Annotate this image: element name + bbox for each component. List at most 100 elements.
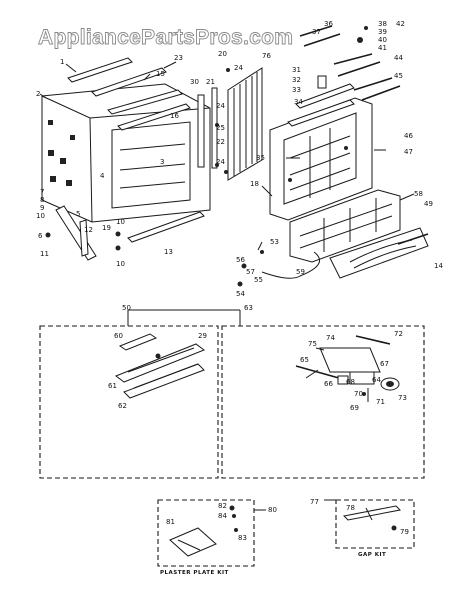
callout-75: 75 (308, 340, 317, 348)
louver-rods (299, 25, 401, 101)
callout-45: 45 (394, 72, 403, 80)
callout-74: 74 (326, 334, 335, 342)
callout-29: 29 (198, 332, 207, 340)
callout-7: 7 (40, 188, 44, 196)
callout-68: 68 (346, 378, 355, 386)
plaster-plate (169, 505, 238, 557)
callout-10c: 10 (116, 218, 125, 226)
callout-83: 83 (238, 534, 247, 542)
kit-box-63 (221, 325, 425, 479)
callout-80: 80 (268, 506, 277, 514)
callout-4: 4 (100, 172, 105, 180)
callout-30: 30 (190, 78, 199, 86)
callout-31: 31 (292, 66, 301, 74)
callout-20: 20 (218, 50, 227, 58)
mounting-strips (197, 68, 230, 174)
callout-56: 56 (236, 256, 245, 264)
air-filter (289, 189, 401, 263)
callout-5: 5 (76, 210, 80, 218)
callout-71: 71 (376, 398, 385, 406)
callout-9: 9 (40, 204, 44, 212)
callout-70: 70 (354, 390, 363, 398)
callout-53: 53 (270, 238, 279, 246)
top-rails (67, 57, 191, 131)
plaster-plate-kit-label: PLASTER PLATE KIT (160, 570, 229, 576)
callout-24c: 24 (216, 158, 225, 166)
callout-21: 21 (206, 78, 215, 86)
gap-kit-label: GAP KIT (358, 552, 386, 558)
callout-37: 37 (312, 28, 321, 36)
control-wire (261, 251, 321, 279)
callout-24b: 24 (216, 102, 225, 110)
gap-strip (342, 505, 402, 531)
callout-33: 33 (292, 86, 301, 94)
callout-18: 18 (250, 180, 259, 188)
callout-40: 40 (378, 36, 387, 44)
callout-50: 50 (122, 304, 131, 312)
callout-23: 23 (174, 54, 183, 62)
callout-25: 25 (216, 124, 225, 132)
callout-57: 57 (246, 268, 255, 276)
callout-35: 35 (256, 154, 265, 162)
callout-61: 61 (108, 382, 117, 390)
callout-numbers: 1 2 3 4 5 6 7 8 9 10 10 10 11 12 13 14 1… (36, 20, 443, 542)
callout-65: 65 (300, 356, 309, 364)
callout-62: 62 (118, 402, 127, 410)
watermark-text: AppliancePartsPros.com (38, 26, 293, 49)
callout-63: 63 (244, 304, 253, 312)
callout-59: 59 (296, 268, 305, 276)
callout-41: 41 (378, 44, 387, 52)
callout-82: 82 (218, 502, 227, 510)
side-curtain-parts (295, 335, 400, 402)
callout-76: 76 (262, 52, 271, 60)
callout-81: 81 (166, 518, 175, 526)
callout-66: 66 (324, 380, 333, 388)
front-frame (269, 75, 373, 221)
callout-54: 54 (236, 290, 245, 298)
callout-11: 11 (40, 250, 49, 258)
callout-46: 46 (404, 132, 413, 140)
callout-8: 8 (40, 196, 44, 204)
callout-32: 32 (292, 76, 301, 84)
callout-42: 42 (396, 20, 405, 28)
callout-38: 38 (378, 20, 387, 28)
callout-2: 2 (36, 90, 40, 98)
callout-79: 79 (400, 528, 409, 536)
callout-44: 44 (394, 54, 403, 62)
callout-36: 36 (324, 20, 333, 28)
callout-55: 55 (254, 276, 263, 284)
callout-10: 10 (36, 212, 45, 220)
side-bracket-2 (79, 219, 89, 257)
callout-73: 73 (398, 394, 407, 402)
kit-box-50 (39, 325, 219, 479)
callout-22: 22 (216, 138, 225, 146)
callout-47: 47 (404, 148, 413, 156)
callout-39: 39 (378, 28, 387, 36)
callout-12: 12 (84, 226, 93, 234)
bottom-rail (127, 211, 205, 243)
callout-78: 78 (346, 504, 355, 512)
front-grille (329, 227, 429, 279)
callout-13: 13 (164, 248, 173, 256)
callout-24: 24 (234, 64, 243, 72)
callout-60: 60 (114, 332, 123, 340)
callout-58: 58 (414, 190, 423, 198)
callout-14: 14 (434, 262, 443, 270)
leader-lines (39, 61, 415, 379)
callout-69: 69 (350, 404, 359, 412)
callout-64: 64 (372, 376, 381, 384)
window-mount-parts (114, 333, 206, 399)
callout-72: 72 (394, 330, 403, 338)
callout-16: 16 (170, 112, 179, 120)
callout-3: 3 (160, 158, 164, 166)
callout-15: 15 (156, 70, 165, 78)
filter-mesh-panel (227, 67, 263, 181)
callout-10b: 10 (116, 260, 125, 268)
plaster-plate-kit-box (157, 499, 255, 567)
callout-1: 1 (60, 58, 64, 66)
callout-77: 77 (310, 498, 319, 506)
gap-kit-box (335, 499, 415, 549)
callout-49: 49 (424, 200, 433, 208)
